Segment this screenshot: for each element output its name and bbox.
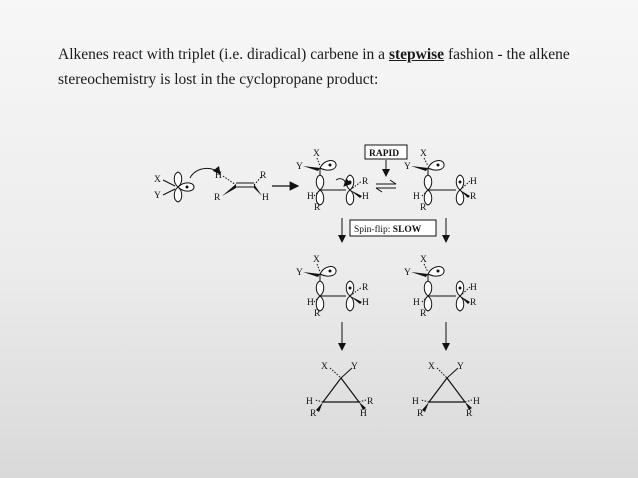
atom-x: X xyxy=(154,175,161,185)
triplet-carbene: X Y xyxy=(154,171,195,203)
rapid-box xyxy=(364,144,408,160)
singlet-diradical-a: X Y H R R H xyxy=(296,255,369,319)
svg-text:R: R xyxy=(314,309,321,319)
cyclopropane-product-a: X Y H R R H xyxy=(306,362,374,419)
svg-text:H: H xyxy=(362,192,369,202)
svg-text:Y: Y xyxy=(351,362,358,372)
atom-y: Y xyxy=(154,191,161,201)
svg-text:X: X xyxy=(321,362,328,372)
svg-text:H: H xyxy=(470,177,477,187)
svg-text:R: R xyxy=(310,409,317,419)
svg-text:X: X xyxy=(420,255,427,265)
rapid-rotation: RAPID xyxy=(364,144,408,193)
cyclopropane-product-b: X Y H R H R xyxy=(412,362,480,419)
svg-text:Y: Y xyxy=(296,268,303,278)
svg-text:R: R xyxy=(314,203,321,213)
stepwise-emphasis: stepwise xyxy=(388,46,445,63)
svg-text:R: R xyxy=(362,283,369,293)
diradical-b: X Y H R H R xyxy=(404,149,477,213)
slide-text: Alkenes react with triplet (i.e. diradic… xyxy=(58,42,618,92)
line1-post: fashion - the alkene xyxy=(444,46,570,63)
svg-text:R: R xyxy=(362,177,369,187)
svg-text:R: R xyxy=(470,192,477,202)
svg-text:R: R xyxy=(260,171,267,181)
svg-text:H: H xyxy=(413,298,420,308)
svg-text:H: H xyxy=(262,193,269,203)
svg-text:H: H xyxy=(473,397,480,407)
svg-text:R: R xyxy=(214,193,221,203)
spinflip-label: Spin-flip: SLOW xyxy=(354,224,422,235)
svg-text:X: X xyxy=(428,362,435,372)
text-line-1: Alkenes react with triplet (i.e. diradic… xyxy=(58,42,618,67)
singlet-diradical-b: X Y H R H R xyxy=(404,255,477,319)
spin-flip: Spin-flip: SLOW xyxy=(338,218,450,243)
svg-text:H: H xyxy=(413,192,420,202)
svg-text:H: H xyxy=(412,397,419,407)
svg-text:H: H xyxy=(215,171,222,181)
svg-text:Y: Y xyxy=(404,162,411,172)
svg-text:X: X xyxy=(420,149,427,159)
svg-text:H: H xyxy=(362,298,369,308)
svg-text:R: R xyxy=(420,309,427,319)
alkene: H R R H xyxy=(214,171,269,203)
svg-text:H: H xyxy=(360,409,367,419)
svg-text:H: H xyxy=(306,397,313,407)
svg-text:X: X xyxy=(313,149,320,159)
svg-text:R: R xyxy=(466,409,473,419)
curly-arrow xyxy=(189,166,221,179)
svg-text:R: R xyxy=(420,203,427,213)
svg-text:R: R xyxy=(367,397,374,407)
svg-text:H: H xyxy=(307,298,314,308)
svg-text:X: X xyxy=(313,255,320,265)
svg-text:H: H xyxy=(470,283,477,293)
text-line-2: stereochemistry is lost in the cycloprop… xyxy=(58,71,379,88)
svg-text:Y: Y xyxy=(457,362,464,372)
svg-text:R: R xyxy=(417,409,424,419)
svg-text:Y: Y xyxy=(296,162,303,172)
spinflip-box xyxy=(349,219,437,237)
svg-text:H: H xyxy=(307,192,314,202)
line1-pre: Alkenes react with triplet (i.e. diradic… xyxy=(58,46,389,63)
svg-text:R: R xyxy=(470,298,477,308)
diradical-a: X Y H R R H xyxy=(296,149,369,213)
svg-text:Y: Y xyxy=(404,268,411,278)
rapid-label: RAPID xyxy=(369,149,399,159)
